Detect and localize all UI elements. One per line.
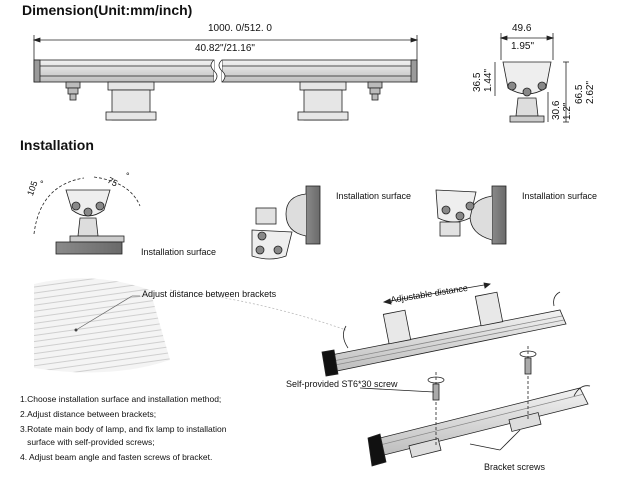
step-4: 4. Adjust beam angle and fasten screws o… xyxy=(20,452,213,462)
zoom-detail xyxy=(34,278,347,373)
width-in-label: 1.95" xyxy=(511,41,535,52)
dimension-title: Dimension(Unit:mm/inch) xyxy=(22,2,193,18)
install-surface-label-1: Installation surface xyxy=(141,247,217,257)
step-3-cont: surface with self-provided screws; xyxy=(20,437,155,447)
width-mm-label: 49.6 xyxy=(512,23,532,34)
side-view-drawing xyxy=(494,33,569,123)
length-mm-label: 1000. 0/512. 0 xyxy=(208,23,272,34)
angle-diagram xyxy=(33,176,141,255)
wall-mount-left xyxy=(251,185,321,260)
lamp-top-assembly xyxy=(321,282,567,377)
h2-mm-label: 30.6 xyxy=(551,100,562,120)
bracket-screws-label: Bracket screws xyxy=(484,462,546,472)
wall-mount-right xyxy=(435,185,507,245)
angle-left-degree: ° xyxy=(40,179,44,189)
install-surface-label-3: Installation surface xyxy=(522,191,598,201)
h2-in-label: 1.2" xyxy=(562,102,573,120)
length-in-label: 40.82"/21.16" xyxy=(195,43,255,54)
step-3: 3.Rotate main body of lamp, and fix lamp… xyxy=(20,424,227,434)
h3-in-label: 2.62" xyxy=(585,80,596,104)
adjust-between-label: Adjust distance between brackets xyxy=(142,289,277,299)
step-1: 1.Choose installation surface and instal… xyxy=(20,394,222,404)
h1-in-label: 1.44" xyxy=(483,68,494,92)
h3-mm-label: 66.5 xyxy=(574,84,585,104)
lamp-bottom-assembly xyxy=(359,346,591,467)
front-view-drawing xyxy=(32,35,419,121)
step-2: 2.Adjust distance between brackets; xyxy=(20,409,157,419)
screw-label: Self-provided ST6*30 screw xyxy=(286,379,398,389)
h1-mm-label: 36.5 xyxy=(472,72,483,92)
installation-title: Installation xyxy=(20,137,94,153)
angle-right-degree: ° xyxy=(126,171,130,181)
install-surface-label-2: Installation surface xyxy=(336,191,412,201)
